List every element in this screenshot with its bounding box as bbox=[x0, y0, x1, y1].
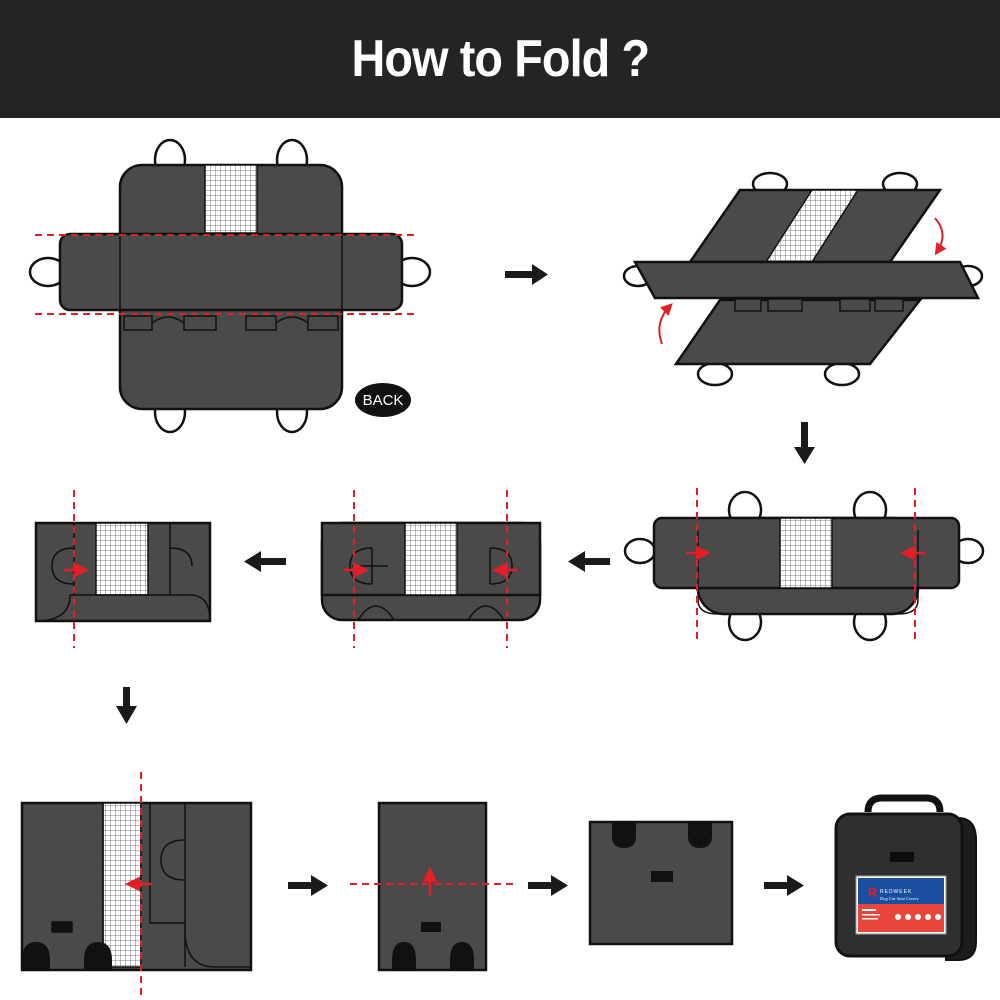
down-arrow-icon bbox=[794, 422, 815, 464]
brand-name: REDWEEK bbox=[880, 889, 912, 895]
step-3-side-folded bbox=[623, 488, 985, 642]
mesh-window bbox=[204, 164, 258, 234]
right-arrow-icon bbox=[505, 264, 548, 285]
mesh-window bbox=[404, 522, 458, 596]
back-badge: BACK bbox=[355, 383, 411, 417]
header-bar: How to Fold ? bbox=[0, 0, 1000, 118]
mesh-window bbox=[95, 522, 149, 596]
back-badge-label: BACK bbox=[363, 392, 404, 409]
right-arrow-icon bbox=[288, 875, 328, 896]
curved-arrow-icon bbox=[934, 217, 947, 256]
step-5-half-folded bbox=[34, 490, 212, 648]
brand-letter: R bbox=[868, 885, 878, 900]
page-title: How to Fold ? bbox=[351, 30, 650, 88]
mesh-window bbox=[779, 517, 833, 589]
right-arrow-icon bbox=[764, 875, 804, 896]
curved-arrow-icon bbox=[658, 303, 673, 345]
step-1-unfolded-cover: BACK bbox=[28, 138, 432, 434]
step-4-ends-folded bbox=[320, 490, 542, 648]
step-8-folded-square bbox=[588, 820, 734, 946]
left-arrow-icon bbox=[244, 551, 286, 572]
step-2-folding-sides bbox=[622, 171, 984, 387]
right-arrow-icon bbox=[528, 875, 568, 896]
left-arrow-icon bbox=[568, 551, 610, 572]
storage-bag: R REDWEEK Dog Car Seat Covers bbox=[834, 794, 977, 961]
product-name: Dog Car Seat Covers bbox=[879, 896, 919, 901]
step-7-narrow-fold bbox=[350, 801, 515, 972]
step-6-rotated bbox=[20, 772, 253, 998]
down-arrow-icon bbox=[116, 687, 137, 724]
bag-handle bbox=[864, 794, 944, 813]
